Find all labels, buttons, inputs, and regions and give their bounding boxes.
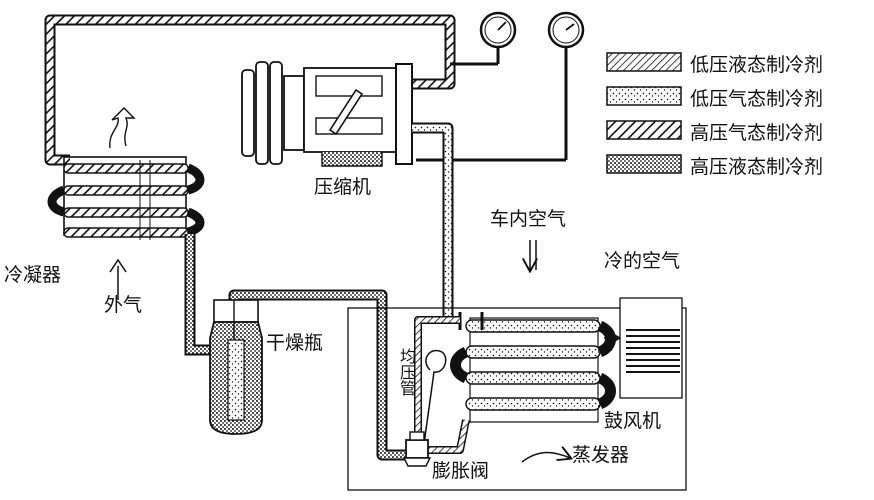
low-pressure-liquid-line: [414, 316, 470, 454]
legend-item: 高压气态制冷剂: [606, 116, 868, 150]
hot-air-arrow: [109, 107, 136, 149]
compressor-label: 压缩机: [314, 176, 372, 198]
legend-item: 低压气态制冷剂: [606, 82, 868, 116]
cold-air-label: 冷的空气: [604, 250, 681, 272]
low-pressure-gas-line: [412, 122, 454, 322]
legend: 低压液态制冷剂 低压气态制冷剂 高压气态制冷剂 高压液态制冷剂: [606, 48, 868, 184]
legend-swatch-dots-dense: [606, 154, 682, 174]
legend-label: 高压液态制冷剂: [690, 156, 824, 178]
pressure-gauge-left: [450, 11, 517, 66]
evaporator-label: 蒸发器: [572, 444, 630, 466]
expansion-valve-label: 膨胀阀: [432, 460, 490, 482]
condenser-label: 冷凝器: [4, 264, 62, 286]
legend-swatch-diagonal-bold: [606, 120, 682, 140]
dryer-bottle: [209, 299, 263, 435]
airflow-arrows: [109, 240, 618, 463]
outside-air-label: 外气: [104, 294, 143, 316]
pressure-gauge-right: [416, 11, 585, 162]
evaporator-coil: [450, 312, 616, 423]
evaporator-housing: [347, 297, 687, 491]
legend-swatch-dots-sparse: [606, 86, 682, 106]
legend-item: 低压液态制冷剂: [606, 48, 868, 82]
compressor: [241, 61, 413, 167]
high-pressure-gas-line: [44, 14, 456, 166]
legend-item: 高压液态制冷剂: [606, 150, 868, 184]
cabin-air-label: 车内空气: [490, 208, 567, 230]
dryer-label: 干燥瓶: [266, 332, 324, 354]
equalizer-tube-label: 均压管: [397, 348, 416, 396]
legend-swatch-diagonal-fine: [606, 52, 682, 72]
legend-label: 低压气态制冷剂: [690, 88, 824, 110]
legend-label: 高压气态制冷剂: [690, 122, 824, 144]
expansion-valve: [402, 431, 432, 467]
blower-label: 鼓风机: [604, 410, 662, 432]
condenser-coil: [47, 156, 205, 240]
equalizer-tube: [423, 349, 447, 445]
legend-label: 低压液态制冷剂: [690, 54, 824, 76]
